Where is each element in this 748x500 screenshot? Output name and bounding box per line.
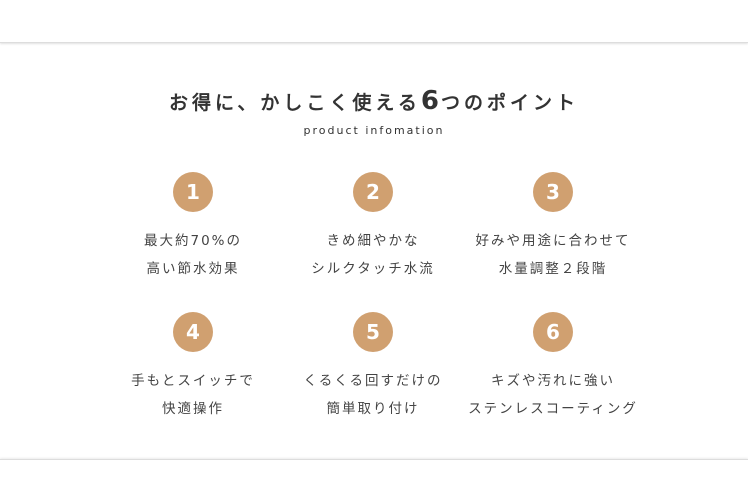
point-line-1: 好みや用途に合わせて xyxy=(475,233,631,249)
point-item: 1 最大約70%の 高い節水効果 xyxy=(103,172,283,283)
top-divider xyxy=(0,0,748,43)
point-item: 5 くるくる回すだけの 簡単取り付け xyxy=(283,312,463,423)
point-line-2: 簡単取り付け xyxy=(326,401,420,417)
section-subtitle: product infomation xyxy=(303,124,445,137)
point-number-badge: 4 xyxy=(173,312,213,352)
point-line-1: きめ細やかな xyxy=(326,233,420,249)
point-line-1: キズや汚れに強い xyxy=(491,373,615,389)
point-line-2: 快適操作 xyxy=(162,401,224,417)
point-line-2: ステンレスコーティング xyxy=(468,401,638,417)
point-number-badge: 1 xyxy=(173,172,213,212)
point-item: 6 キズや汚れに強い ステンレスコーティング xyxy=(463,312,643,423)
point-item: 3 好みや用途に合わせて 水量調整２段階 xyxy=(463,172,643,283)
title-text-end: つのポイント xyxy=(440,92,579,114)
point-item: 2 きめ細やかな シルクタッチ水流 xyxy=(283,172,463,283)
point-item: 4 手もとスイッチで 快適操作 xyxy=(103,312,283,423)
bottom-divider xyxy=(0,459,748,500)
point-line-2: シルクタッチ水流 xyxy=(311,261,435,277)
point-line-1: 手もとスイッチで xyxy=(131,373,255,389)
section-title: お得に、かしこく使える6つのポイント xyxy=(0,86,748,116)
point-line-2: 高い節水効果 xyxy=(146,261,240,277)
point-line-1: くるくる回すだけの xyxy=(303,373,443,389)
point-line-2: 水量調整２段階 xyxy=(498,261,608,277)
point-line-1: 最大約70%の xyxy=(143,233,242,249)
point-number-badge: 2 xyxy=(353,172,393,212)
point-number-badge: 3 xyxy=(533,172,573,212)
point-number-badge: 6 xyxy=(533,312,573,352)
point-number-badge: 5 xyxy=(353,312,393,352)
title-text: お得に、かしこく使える xyxy=(169,92,421,114)
title-number: 6 xyxy=(420,86,441,116)
